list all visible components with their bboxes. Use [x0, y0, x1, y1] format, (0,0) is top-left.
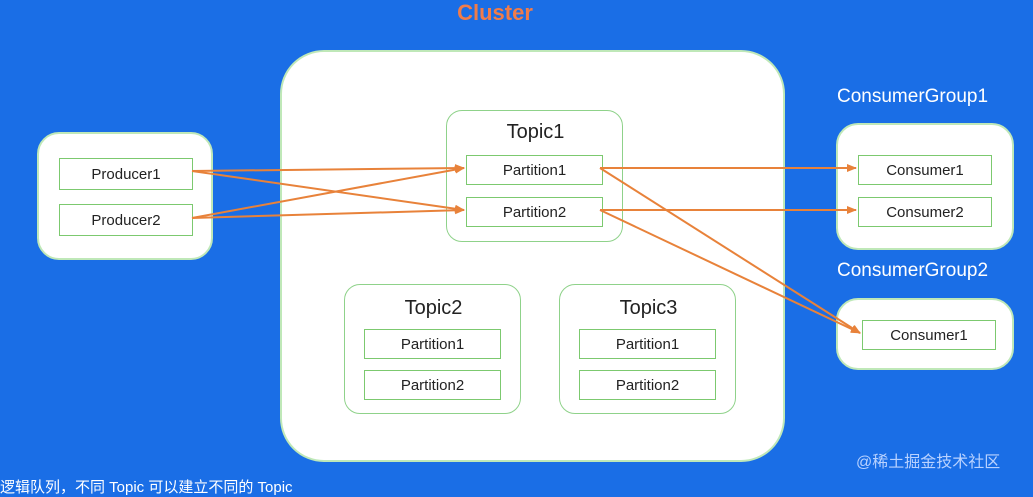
cluster-panel: Topic1 Partition1 Partition2 Topic2 Part…	[280, 50, 785, 462]
arrow-producer1-to-topic1-partition1	[191, 164, 465, 173]
flow-arrows	[191, 164, 861, 334]
group-1-consumer-2[interactable]: Consumer2	[858, 197, 992, 227]
arrow-partition2-to-group2-consumer1	[599, 209, 861, 334]
topic-3-partition-1[interactable]: Partition1	[579, 329, 716, 359]
topic-2-title: Topic2	[404, 297, 463, 319]
subtitle-text: 逻辑队列，不同 Topic 可以建立不同的 Topic	[0, 479, 293, 496]
arrow-producer2-to-topic1-partition1	[191, 165, 465, 219]
producer-1[interactable]: Producer1	[59, 158, 193, 190]
topic-3-title: Topic3	[619, 297, 678, 319]
arrow-producer1-to-topic1-partition2	[191, 170, 465, 213]
topic-1-partition-1[interactable]: Partition1	[466, 155, 603, 185]
topic-1-partition-2[interactable]: Partition2	[466, 197, 603, 227]
topic-1-box: Topic1 Partition1 Partition2	[446, 110, 623, 242]
topic-1-title: Topic1	[506, 121, 565, 143]
arrow-partition1-to-group2-consumer1	[599, 167, 861, 334]
producer-2[interactable]: Producer2	[59, 204, 193, 236]
topic-2-partition-1[interactable]: Partition1	[364, 329, 501, 359]
arrow-producer2-to-topic1-partition2	[191, 206, 465, 219]
topic-2-partition-2[interactable]: Partition2	[364, 370, 501, 400]
producers-panel: Producer1 Producer2	[37, 132, 213, 260]
topic-2-box: Topic2 Partition1 Partition2	[344, 284, 521, 414]
consumer-group-1-title: ConsumerGroup1	[837, 86, 989, 107]
topic-3-box: Topic3 Partition1 Partition2	[559, 284, 736, 414]
consumer-group-2-panel: Consumer1	[836, 298, 1014, 370]
consumer-group-1-panel: Consumer1 Consumer2	[836, 123, 1014, 250]
group-1-consumer-1[interactable]: Consumer1	[858, 155, 992, 185]
consumer-group-2-title: ConsumerGroup2	[837, 260, 989, 281]
watermark: @稀土掘金技术社区	[856, 454, 1001, 471]
group-2-consumer-1[interactable]: Consumer1	[862, 320, 996, 350]
topic-3-partition-2[interactable]: Partition2	[579, 370, 716, 400]
cluster-title: Cluster	[457, 0, 533, 25]
